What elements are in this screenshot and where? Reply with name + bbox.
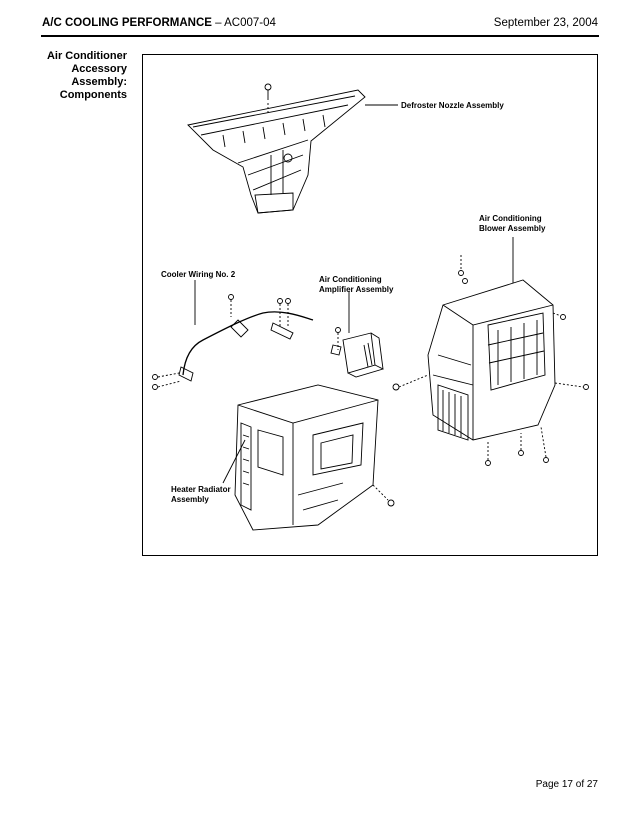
label-heater-radiator: Heater Radiator Assembly <box>171 485 231 505</box>
cooler-wiring-drawing <box>152 294 314 390</box>
amplifier-drawing <box>330 327 384 378</box>
component-diagram <box>152 83 589 531</box>
heater-radiator-drawing <box>234 384 395 531</box>
label-amplifier-assembly: Air Conditioning Amplifier Assembly <box>319 275 393 295</box>
label-defroster-nozzle: Defroster Nozzle Assembly <box>401 101 504 110</box>
label-cooler-wiring: Cooler Wiring No. 2 <box>161 270 236 279</box>
component-diagram-frame: Defroster Nozzle Assembly Air Conditioni… <box>142 54 598 556</box>
section-heading-line-1: Air Conditioner <box>46 50 127 62</box>
header-date: September 23, 2004 <box>493 17 598 29</box>
label-blower-line-2: Blower Assembly <box>479 224 546 233</box>
section-heading: Air Conditioner Accessory Assembly: Comp… <box>30 50 127 102</box>
heater-leader-line <box>222 439 246 484</box>
label-heater-line-1: Heater Radiator <box>171 485 231 494</box>
label-amplifier-line-1: Air Conditioning <box>319 275 382 284</box>
section-heading-line-4: Components <box>59 89 127 101</box>
label-blower-assembly: Air Conditioning Blower Assembly <box>479 214 545 234</box>
header-title: A/C COOLING PERFORMANCE <box>42 17 212 29</box>
section-heading-line-2: Accessory <box>71 63 127 75</box>
header-separator: – <box>211 17 225 29</box>
header-doc-code: AC007-04 <box>224 17 276 29</box>
label-blower-line-1: Air Conditioning <box>479 214 542 223</box>
page-number: Page 17 of 27 <box>535 779 598 790</box>
defroster-nozzle-drawing <box>187 83 366 214</box>
header-title-line: A/C COOLING PERFORMANCE – AC007-04 <box>42 17 276 29</box>
blower-assembly-drawing <box>392 255 589 466</box>
section-heading-line-3: Assembly: <box>71 76 127 88</box>
label-amplifier-line-2: Amplifier Assembly <box>319 285 394 294</box>
header-divider <box>41 35 599 37</box>
label-heater-line-2: Assembly <box>171 495 209 504</box>
